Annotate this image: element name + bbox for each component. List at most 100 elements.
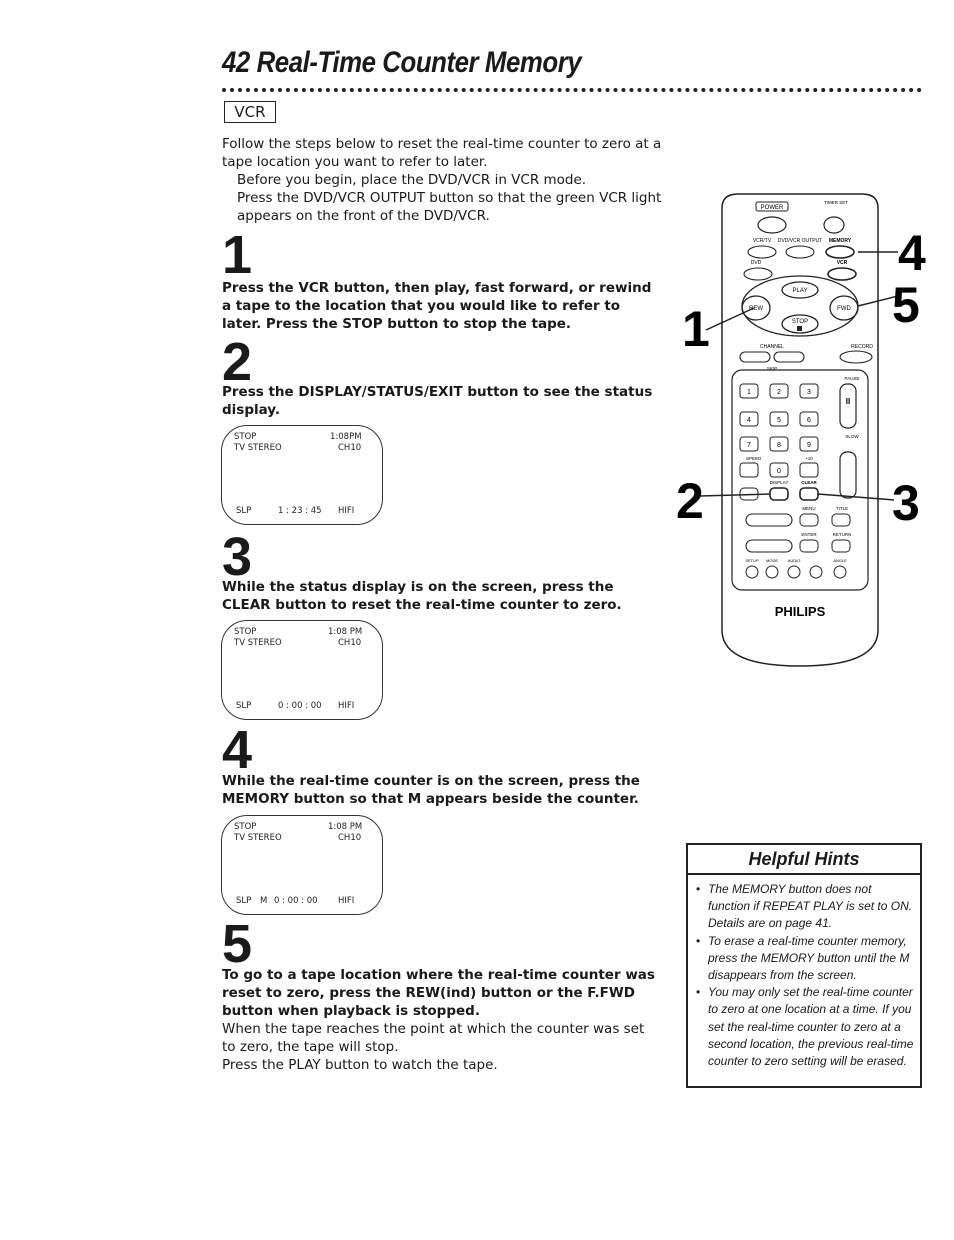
osd-counter: 0 : 00 : 00 bbox=[278, 701, 322, 711]
osd-hifi: HIFI bbox=[338, 701, 355, 711]
digit-key-7 bbox=[739, 436, 759, 452]
digit-label-2: 2 bbox=[777, 389, 781, 396]
status-display-4: STOP 1:08 PM TV STEREO CH10 SLP M 0 : 00… bbox=[221, 815, 383, 915]
hints-title: Helpful Hints bbox=[688, 845, 920, 875]
audio-key bbox=[787, 565, 801, 579]
osd-mode: STOP bbox=[234, 822, 257, 832]
title-divider bbox=[222, 88, 922, 92]
angle-key bbox=[833, 565, 847, 579]
memory-key bbox=[825, 245, 855, 259]
stop-label: STOP bbox=[792, 319, 808, 325]
play-label: PLAY bbox=[793, 288, 808, 294]
step-number-5: 5 bbox=[222, 914, 253, 974]
digit-key-2 bbox=[769, 383, 789, 399]
brand-logo: PHILIPS bbox=[775, 604, 826, 619]
digit-key-3 bbox=[799, 383, 819, 399]
digit-key-4 bbox=[739, 411, 759, 427]
intro-output: Press the DVD/VCR OUTPUT button so that … bbox=[237, 190, 662, 224]
osd-speed: SLP bbox=[236, 896, 252, 906]
speed-label: SPEED bbox=[746, 456, 762, 461]
return-label: RETURN bbox=[833, 532, 852, 537]
callout-line-3 bbox=[817, 493, 895, 501]
callout-1: 1 bbox=[682, 301, 710, 357]
osd-mode: STOP bbox=[234, 627, 257, 637]
vcr-tv-label: VCR/TV bbox=[753, 238, 772, 244]
pause-label: PAUSE bbox=[845, 376, 860, 381]
audio-label: AUDIO bbox=[788, 558, 801, 563]
angle-label: ANGLE bbox=[833, 558, 847, 563]
callout-line-5 bbox=[857, 295, 899, 307]
channel-down-key bbox=[739, 351, 771, 363]
left-right-key bbox=[745, 539, 793, 553]
setup-label: SETUP bbox=[745, 558, 759, 563]
step-text-3: While the status display is on the scree… bbox=[222, 579, 622, 613]
subtitle-key bbox=[809, 565, 823, 579]
callout-4: 4 bbox=[898, 225, 926, 281]
osd-counter: 0 : 00 : 00 bbox=[274, 896, 318, 906]
pause-key bbox=[839, 383, 857, 429]
intro-lead: Follow the steps below to reset the real… bbox=[222, 136, 662, 170]
intro-before: Before you begin, place the DVD/VCR in V… bbox=[237, 172, 587, 188]
timer-set-label: TIMER SET bbox=[824, 200, 848, 205]
ffwd-key bbox=[829, 295, 859, 321]
osd-audio: TV STEREO bbox=[234, 638, 282, 648]
digit-key-6 bbox=[799, 411, 819, 427]
setup-key bbox=[745, 565, 759, 579]
stop-icon bbox=[797, 326, 802, 331]
plus10-key bbox=[799, 462, 819, 478]
pause-icon: II bbox=[846, 397, 850, 406]
step-number-1: 1 bbox=[222, 225, 253, 285]
power-label: POWER bbox=[761, 205, 784, 211]
digit-key-9 bbox=[799, 436, 819, 452]
power-key bbox=[757, 216, 787, 234]
digit-label-9: 9 bbox=[807, 442, 811, 449]
remote-control-illustration: POWER TIMER SET VCR/TV DVD/VCR OUTPUT ME… bbox=[676, 193, 926, 667]
keypad-panel bbox=[731, 369, 869, 591]
slow-label: SLOW bbox=[845, 434, 859, 439]
digit-key-0 bbox=[769, 462, 789, 478]
osd-time: 1:08PM bbox=[330, 432, 362, 442]
rew-key bbox=[741, 295, 771, 321]
step-5-body-2: Press the PLAY button to watch the tape. bbox=[222, 1057, 498, 1073]
clear-label: CLEAR bbox=[801, 480, 817, 485]
output-key bbox=[785, 245, 815, 259]
osd-speed: SLP bbox=[236, 701, 252, 711]
step-text-1: Press the VCR button, then play, fast fo… bbox=[222, 280, 652, 332]
channel-up-key bbox=[773, 351, 805, 363]
callout-2: 2 bbox=[676, 473, 704, 529]
hint-item: The MEMORY button does not function if R… bbox=[696, 881, 914, 933]
stop-key bbox=[781, 314, 819, 334]
mode-key bbox=[765, 565, 779, 579]
up-down-key bbox=[745, 513, 793, 527]
mode-badge: VCR bbox=[224, 101, 276, 123]
skip-label: SKIP bbox=[767, 366, 777, 371]
menu-key bbox=[799, 513, 819, 527]
vcr-key bbox=[827, 267, 857, 281]
channel-label: CHANNEL bbox=[760, 344, 784, 350]
timer-set-key bbox=[823, 216, 845, 234]
status-display-3: STOP 1:08 PM TV STEREO CH10 SLP 0 : 00 :… bbox=[221, 620, 383, 720]
digit-label-3: 3 bbox=[807, 389, 811, 396]
osd-mode: STOP bbox=[234, 432, 257, 442]
step-text-4: While the real-time counter is on the sc… bbox=[222, 773, 640, 807]
hint-item: You may only set the real-time counter t… bbox=[696, 984, 914, 1070]
step-5-body-1: When the tape reaches the point at which… bbox=[222, 1021, 645, 1055]
digit-key-5 bbox=[769, 411, 789, 427]
step-number-2: 2 bbox=[222, 332, 253, 392]
callout-3: 3 bbox=[892, 475, 920, 531]
osd-hifi: HIFI bbox=[338, 896, 355, 906]
osd-audio: TV STEREO bbox=[234, 443, 282, 453]
hint-item: To erase a real-time counter memory, pre… bbox=[696, 933, 914, 985]
helpful-hints-box: Helpful Hints The MEMORY button does not… bbox=[686, 843, 922, 1088]
osd-audio: TV STEREO bbox=[234, 833, 282, 843]
play-key bbox=[781, 281, 819, 299]
record-key bbox=[839, 350, 873, 364]
plus10-label: +10 bbox=[805, 456, 813, 461]
step-text-5: To go to a tape location where the real-… bbox=[222, 967, 655, 1019]
step-text-2: Press the DISPLAY/STATUS/EXIT button to … bbox=[222, 384, 653, 418]
digit-label-0: 0 bbox=[777, 468, 781, 475]
osd-speed: SLP bbox=[236, 506, 252, 516]
osd-channel: CH10 bbox=[338, 443, 362, 453]
enter-key bbox=[799, 539, 819, 553]
dvd-label: DVD bbox=[751, 260, 762, 266]
